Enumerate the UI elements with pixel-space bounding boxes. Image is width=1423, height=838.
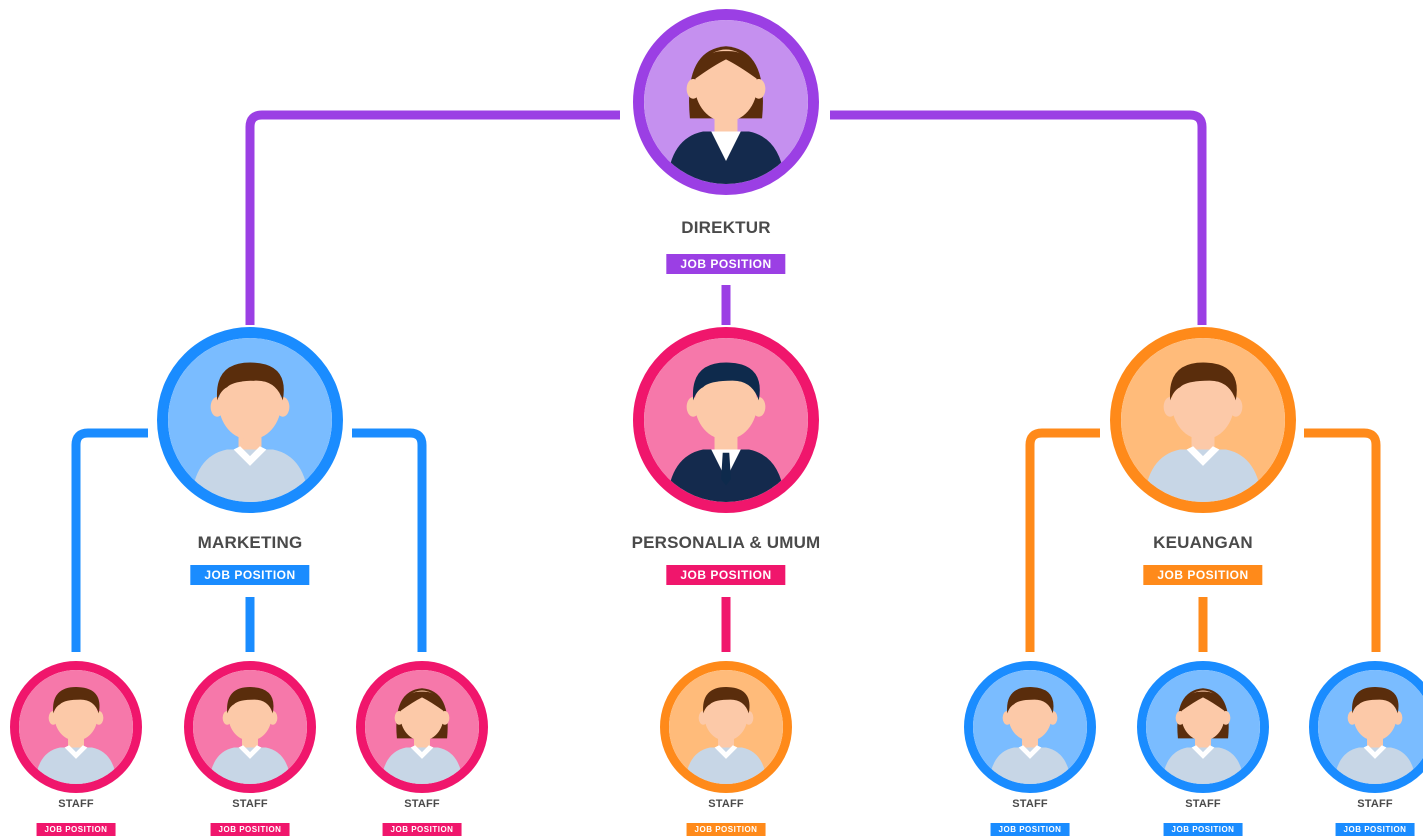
male-avatar-icon [184,661,316,793]
connector-line [71,428,148,652]
connector-line [1304,428,1381,652]
department-node-badge: JOB POSITION [666,565,786,585]
staff-node-badge: JOB POSITION [210,823,290,836]
male-avatar-icon [1309,661,1423,793]
staff-node-badge: JOB POSITION [1163,823,1243,836]
male-avatar-icon [10,661,142,793]
staff-node-title: STAFF [1012,798,1048,810]
male-executive-avatar-icon [633,327,819,513]
male-avatar-icon [660,661,792,793]
department-node-badge: JOB POSITION [1143,565,1263,585]
male-avatar-icon [964,661,1096,793]
female-avatar-icon [356,661,488,793]
connector-line [830,110,1207,325]
female-executive-avatar-icon [633,9,819,195]
department-node-title: KEUANGAN [1153,533,1253,552]
connector-line [352,428,427,652]
male-avatar-icon [157,327,343,513]
connector-line [1025,428,1100,652]
connector-line [245,110,620,325]
staff-node-badge: JOB POSITION [990,823,1070,836]
staff-node-title: STAFF [708,798,744,810]
staff-node-badge: JOB POSITION [686,823,766,836]
staff-node-badge: JOB POSITION [1335,823,1415,836]
staff-node-badge: JOB POSITION [36,823,116,836]
director-node-title: DIREKTUR [681,218,771,237]
director-node-badge: JOB POSITION [666,254,786,274]
staff-node-title: STAFF [232,798,268,810]
staff-node-badge: JOB POSITION [382,823,462,836]
staff-node-title: STAFF [1357,798,1393,810]
department-node-title: MARKETING [197,533,303,552]
female-avatar-icon [1137,661,1269,793]
staff-node-title: STAFF [58,798,94,810]
department-node-badge: JOB POSITION [190,565,310,585]
staff-node-title: STAFF [404,798,440,810]
male-avatar-icon [1110,327,1296,513]
staff-node-title: STAFF [1185,798,1221,810]
department-node-title: PERSONALIA & UMUM [631,533,821,552]
